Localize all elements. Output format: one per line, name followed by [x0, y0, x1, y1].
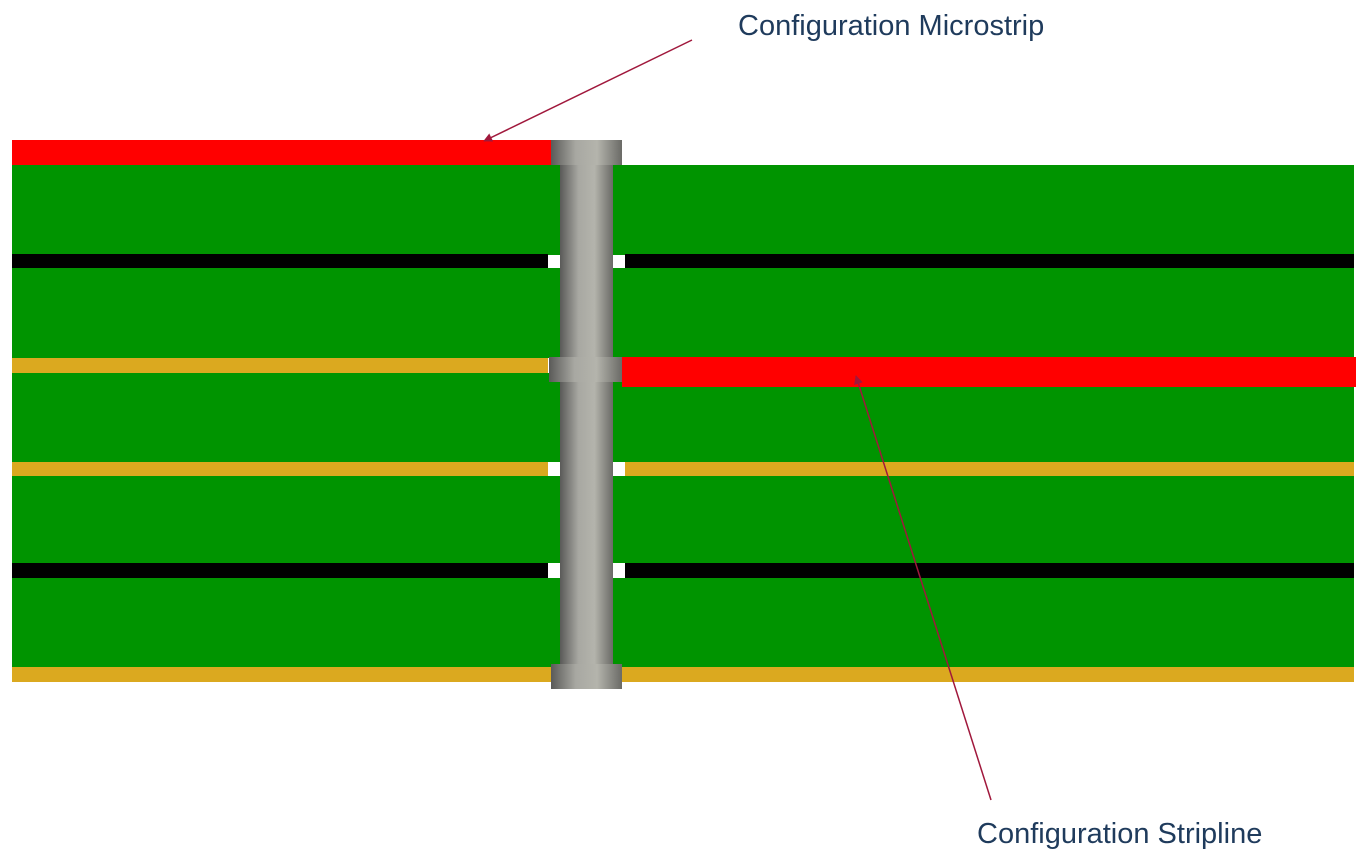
microstrip-trace [12, 140, 583, 165]
ground-plane-2-right [625, 563, 1354, 578]
via-barrel [560, 160, 613, 670]
via-pad-top [551, 140, 622, 165]
stripline-trace [622, 357, 1356, 387]
via-pad-bottom [551, 664, 622, 689]
via-pad-inner [549, 357, 622, 382]
dielectric-5 [12, 578, 1354, 667]
microstrip-label: Configuration Microstrip [738, 10, 1045, 42]
stripline-label: Configuration Stripline [977, 818, 1263, 850]
ground-plane-right [625, 254, 1354, 268]
power-plane-2-right [625, 462, 1354, 476]
power-plane-2-left [12, 462, 548, 476]
bottom-plane [12, 667, 1354, 682]
dielectric-1 [12, 165, 1354, 255]
dielectric-3 [12, 373, 1354, 462]
dielectric-4 [12, 476, 1354, 563]
via [549, 140, 622, 689]
ground-plane-left [12, 254, 548, 268]
stripline-arrow [854, 375, 992, 801]
power-plane-left [12, 358, 548, 373]
dielectric-2 [12, 268, 1354, 358]
microstrip-arrow [483, 39, 693, 142]
ground-plane-2-left [12, 563, 548, 578]
